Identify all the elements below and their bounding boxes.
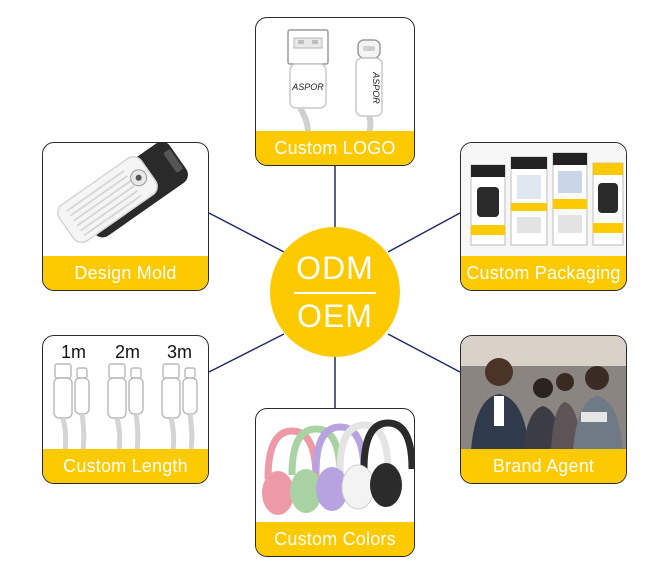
card-custom-length: 1m 2m 3m Custom Length [42, 335, 209, 484]
connector-lower-right [387, 333, 461, 373]
label-design-mold: Design Mold [43, 256, 208, 290]
length-tag-1m: 1m [61, 342, 87, 362]
length-tag-3m: 3m [167, 342, 193, 362]
label-brand-agent: Brand Agent [461, 449, 626, 483]
card-design-mold: Design Mold [42, 142, 209, 291]
label-custom-logo: Custom LOGO [256, 131, 414, 165]
connector-lower-left [208, 333, 285, 373]
length-tag-2m: 2m [115, 342, 141, 362]
usb-cable-pair-icon: ASPOR ASPOR [287, 29, 383, 133]
connector-upper-right [387, 212, 461, 253]
label-custom-packaging: Custom Packaging [461, 256, 626, 290]
package-box-icon [461, 143, 626, 258]
card-custom-colors: Custom Colors [255, 408, 415, 557]
connector-upper-left [208, 212, 285, 253]
power-bank-icon [57, 143, 188, 244]
people-photo [461, 336, 626, 451]
hub-divider [294, 292, 376, 294]
card-brand-agent: Brand Agent [460, 335, 627, 484]
usb-c-cable-icon: ASPOR [355, 39, 383, 133]
brand-text-c: ASPOR [371, 71, 381, 104]
hub-circle: ODM OEM [270, 227, 400, 357]
hub-odm-text: ODM [296, 250, 374, 286]
hub-oem-text: OEM [297, 298, 373, 334]
cable-lengths-icon [53, 363, 198, 451]
label-custom-colors: Custom Colors [256, 522, 414, 556]
card-custom-logo: ASPOR ASPOR Custom LOGO [255, 17, 415, 166]
headphones-icon [262, 419, 414, 515]
brand-text-a: ASPOR [291, 82, 324, 92]
label-custom-length: Custom Length [43, 449, 208, 483]
usb-a-cable-icon: ASPOR [287, 29, 329, 133]
card-custom-packaging: Custom Packaging [460, 142, 627, 291]
